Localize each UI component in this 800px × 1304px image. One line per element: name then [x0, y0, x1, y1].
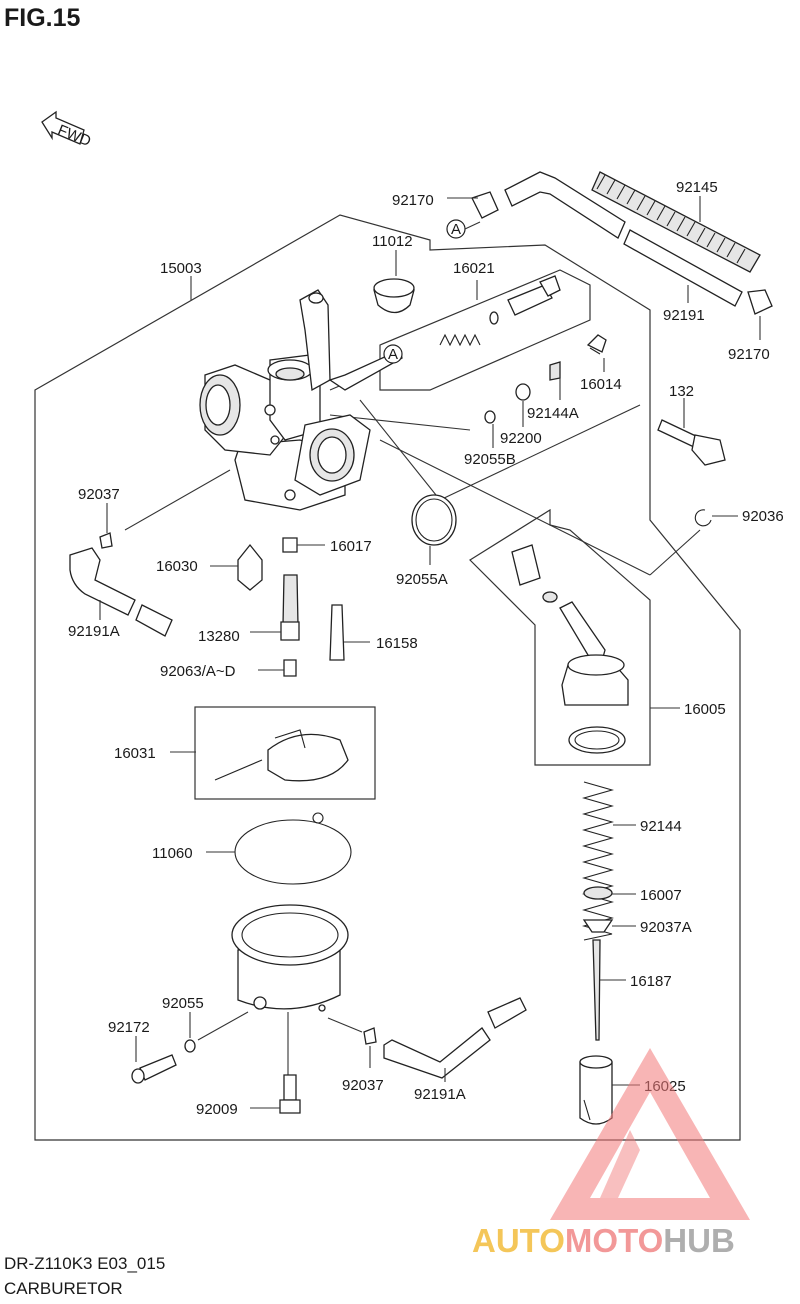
part-92191a-hose-bottom	[383, 997, 527, 1082]
part-float-bowl	[231, 904, 349, 1075]
label-92200: 92200	[500, 430, 542, 447]
svg-text:A: A	[451, 221, 461, 238]
label-15003: 15003	[160, 260, 202, 277]
label-16017: 16017	[330, 538, 372, 555]
label-16021: 16021	[453, 260, 495, 277]
part-92009-screw	[250, 1074, 301, 1114]
label-16014: 16014	[580, 376, 622, 393]
leader-lines	[190, 276, 192, 300]
part-labels: 92170 92145 11012 16021 15003 92191 9217…	[68, 179, 784, 1118]
part-16031-float	[170, 729, 349, 782]
part-16030-valve	[210, 543, 263, 591]
label-132: 132	[669, 383, 694, 400]
assembly-outline	[34, 214, 741, 1141]
part-92037a-clip	[582, 919, 636, 933]
svg-text:AUTOMOTOHUB: AUTOMOTOHUB	[472, 1222, 735, 1259]
part-92055b-oring	[484, 410, 496, 448]
part-92170-clamp-top	[447, 191, 499, 219]
watermark-triangle-icon	[550, 1048, 750, 1220]
label-16030: 16030	[156, 558, 198, 575]
label-92036: 92036	[742, 508, 784, 525]
label-92037-bottom: 92037	[342, 1077, 384, 1094]
watermark-auto: AUTO	[472, 1222, 565, 1259]
label-92063: 92063/A~D	[160, 663, 236, 680]
watermark-logo: AUTOMOTOHUB	[472, 1048, 750, 1259]
box-16021	[379, 269, 591, 391]
part-92200-washer	[515, 383, 531, 427]
box-16031	[194, 706, 376, 800]
svg-text:A: A	[388, 346, 398, 363]
part-92145-spring	[591, 171, 761, 273]
section-name: CARBURETOR	[4, 1279, 123, 1298]
part-16021-parts	[439, 275, 561, 347]
label-92145: 92145	[676, 179, 718, 196]
part-92037-clamp-bottom	[327, 1017, 377, 1068]
part-92055-oring	[184, 1011, 249, 1053]
label-92144: 92144	[640, 818, 682, 835]
model-code: DR-Z110K3 E03_015	[4, 1254, 166, 1273]
label-92170-right: 92170	[728, 346, 770, 363]
part-92063-main-jet	[258, 659, 297, 677]
part-92037-clamp-left	[99, 503, 113, 549]
label-16187: 16187	[630, 973, 672, 990]
figure-title: FIG.15	[4, 4, 81, 32]
part-16005-choke	[511, 544, 680, 754]
carburetor-body	[199, 289, 403, 511]
label-92144a: 92144A	[527, 405, 579, 422]
part-11012-cap	[373, 250, 415, 314]
part-92036-clip	[694, 509, 738, 527]
label-13280: 13280	[198, 628, 240, 645]
ref-marker-a-2: A	[446, 219, 481, 239]
part-11060-gasket	[206, 812, 352, 885]
svg-text:FWD: FWD	[55, 122, 93, 151]
label-92037a: 92037A	[640, 919, 692, 936]
label-16158: 16158	[376, 635, 418, 652]
label-92191: 92191	[663, 307, 705, 324]
label-16007: 16007	[640, 887, 682, 904]
label-92170-top: 92170	[392, 192, 434, 209]
part-92170-clamp-right	[747, 289, 773, 340]
part-132-bolt	[657, 398, 726, 466]
label-92055a: 92055A	[396, 571, 448, 588]
watermark-moto: MOTO	[565, 1222, 663, 1259]
box-16005	[469, 508, 651, 766]
part-16007-seat	[583, 886, 636, 900]
part-13280-needle-jet	[250, 574, 300, 641]
label-92172: 92172	[108, 1019, 150, 1036]
part-92144a-spring	[549, 361, 561, 400]
label-92055b: 92055B	[464, 451, 516, 468]
part-92055a-oring	[411, 494, 457, 565]
label-92037-left: 92037	[78, 486, 120, 503]
part-92144-spring	[581, 781, 636, 941]
part-16017-jet	[282, 537, 325, 553]
fwd-arrow-icon: FWD	[41, 110, 93, 151]
label-92009: 92009	[196, 1101, 238, 1118]
part-92172-screw	[131, 1036, 177, 1084]
label-11060: 11060	[152, 845, 193, 862]
label-92191a-left: 92191A	[68, 623, 120, 640]
part-92191a-hose-left	[69, 547, 173, 637]
label-92055: 92055	[162, 995, 204, 1012]
watermark-hub: HUB	[663, 1222, 735, 1259]
part-16187-needle	[592, 939, 626, 1041]
part-16014-screw	[586, 334, 607, 372]
label-92191a-bottom: 92191A	[414, 1086, 466, 1103]
label-16031: 16031	[114, 745, 156, 762]
ref-marker-a-1: A	[383, 344, 403, 364]
part-16158-jet	[329, 604, 370, 661]
label-16005: 16005	[684, 701, 726, 718]
label-11012: 11012	[372, 233, 413, 250]
part-92191-hose	[504, 171, 743, 307]
part-16025-valve	[579, 1055, 640, 1125]
